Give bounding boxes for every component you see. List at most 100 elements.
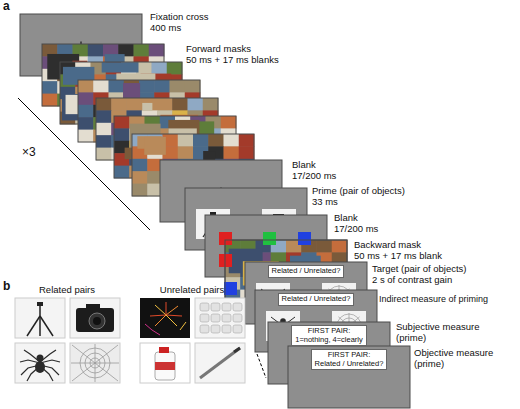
web-threads bbox=[71, 344, 119, 382]
mask-tile bbox=[114, 116, 130, 129]
step-name: Blank bbox=[292, 160, 316, 171]
prompt-box: Related / Unrelated? bbox=[268, 265, 345, 278]
mask-tile bbox=[154, 80, 170, 93]
web-thread bbox=[95, 363, 119, 364]
photo-bg bbox=[70, 298, 120, 338]
screen-frame bbox=[20, 14, 142, 76]
mask-tile bbox=[332, 240, 348, 253]
mask-tile bbox=[132, 159, 148, 172]
pill bbox=[233, 314, 242, 322]
mask-tile bbox=[127, 98, 143, 111]
step-name: Indirect measure of priming bbox=[379, 294, 488, 304]
pill bbox=[200, 314, 209, 322]
repeat-count: ×3 bbox=[22, 146, 36, 160]
pill bbox=[200, 303, 209, 311]
mask-tile bbox=[317, 240, 333, 253]
step-name: Target (pair of objects) bbox=[372, 264, 467, 275]
camera-lens-inner bbox=[93, 317, 101, 325]
firework-ray bbox=[155, 305, 166, 315]
step-name: Objective measure bbox=[414, 348, 493, 359]
pills-photo bbox=[195, 298, 245, 338]
milk-label bbox=[155, 362, 175, 370]
mask-tile bbox=[78, 117, 94, 130]
pill-grid bbox=[200, 303, 242, 333]
milk-cap bbox=[159, 347, 169, 353]
mask-tile bbox=[132, 171, 148, 184]
step-duration: 33 ms bbox=[312, 197, 338, 208]
prompt-text: Related / Unrelated? bbox=[272, 267, 341, 276]
milk-photo bbox=[140, 343, 190, 383]
mask-tile bbox=[78, 92, 94, 105]
mask-tile bbox=[178, 146, 194, 159]
screen-border bbox=[20, 14, 142, 76]
spider-photo bbox=[15, 343, 65, 383]
mask-tile bbox=[167, 62, 183, 75]
prompt-box: FIRST PAIR:Related / Unrelated? bbox=[311, 349, 388, 370]
mask-tile bbox=[96, 110, 112, 123]
tripod-leg bbox=[39, 316, 41, 336]
camera-body bbox=[76, 308, 114, 332]
photo-bg bbox=[140, 298, 190, 338]
screen-border bbox=[288, 346, 410, 408]
mask-tile bbox=[221, 116, 237, 129]
stick-photo bbox=[195, 343, 245, 383]
step-name: Fixation cross bbox=[150, 12, 209, 23]
pill bbox=[233, 325, 242, 333]
mask-tile bbox=[224, 146, 240, 159]
mask-tile bbox=[96, 148, 112, 161]
panel-letter: b bbox=[3, 280, 10, 294]
photo-bg bbox=[15, 298, 65, 338]
mask-tile bbox=[208, 134, 224, 147]
group-title: Unrelated pairs bbox=[160, 285, 224, 296]
mask-tile bbox=[134, 44, 150, 57]
mask-tile bbox=[136, 62, 152, 75]
mask-tile bbox=[172, 98, 188, 111]
web-thread bbox=[95, 363, 96, 382]
mask-tile bbox=[96, 98, 112, 111]
tripod-column bbox=[39, 306, 41, 316]
stick-shaft bbox=[200, 348, 240, 378]
step-duration: 2 s of contrast gain bbox=[372, 275, 452, 286]
spider-head bbox=[37, 355, 44, 362]
web-thread bbox=[95, 344, 96, 363]
step-duration: 50 ms + 17 ms blank bbox=[354, 251, 442, 262]
mask-tile bbox=[149, 44, 165, 57]
step-duration: 400 ms bbox=[150, 23, 181, 34]
prompt-heading: FIRST PAIR: bbox=[315, 351, 384, 360]
mask-tile bbox=[114, 166, 130, 179]
milk-jug bbox=[155, 352, 175, 380]
color-square bbox=[224, 282, 237, 295]
panel-letter: a bbox=[3, 0, 10, 14]
mask-tile bbox=[193, 134, 209, 147]
prompt-text: Related / Unrelated? bbox=[282, 295, 351, 304]
tripod-head bbox=[37, 302, 43, 306]
prompt-box: Related / Unrelated? bbox=[278, 293, 355, 306]
mask-tile bbox=[203, 98, 219, 111]
pill bbox=[222, 314, 231, 322]
mask-tile bbox=[239, 134, 255, 147]
camera-photo bbox=[70, 298, 120, 338]
mask-tile bbox=[185, 80, 201, 93]
camera-lens bbox=[89, 313, 105, 329]
web-ring bbox=[85, 353, 105, 373]
repeat-line bbox=[18, 98, 150, 230]
firework-ray bbox=[150, 315, 166, 316]
mask-tile bbox=[178, 134, 194, 147]
mask-tile bbox=[78, 80, 94, 93]
step-duration: 17/200 ms bbox=[292, 171, 336, 182]
mask-tile bbox=[157, 98, 173, 111]
tripod-leg bbox=[40, 316, 53, 336]
step-duration: 17/200 ms bbox=[334, 224, 378, 235]
firework-ray bbox=[166, 306, 178, 315]
mask-tile bbox=[239, 146, 255, 159]
photo-bg bbox=[140, 343, 190, 383]
mask-tile bbox=[139, 80, 155, 93]
stick-tip bbox=[234, 348, 240, 352]
pill bbox=[211, 325, 220, 333]
tripod-photo bbox=[15, 298, 65, 338]
spider-legs bbox=[20, 350, 60, 381]
mask-tile bbox=[224, 134, 240, 147]
step-name: Blank bbox=[334, 213, 358, 224]
mask-tile bbox=[78, 130, 94, 143]
